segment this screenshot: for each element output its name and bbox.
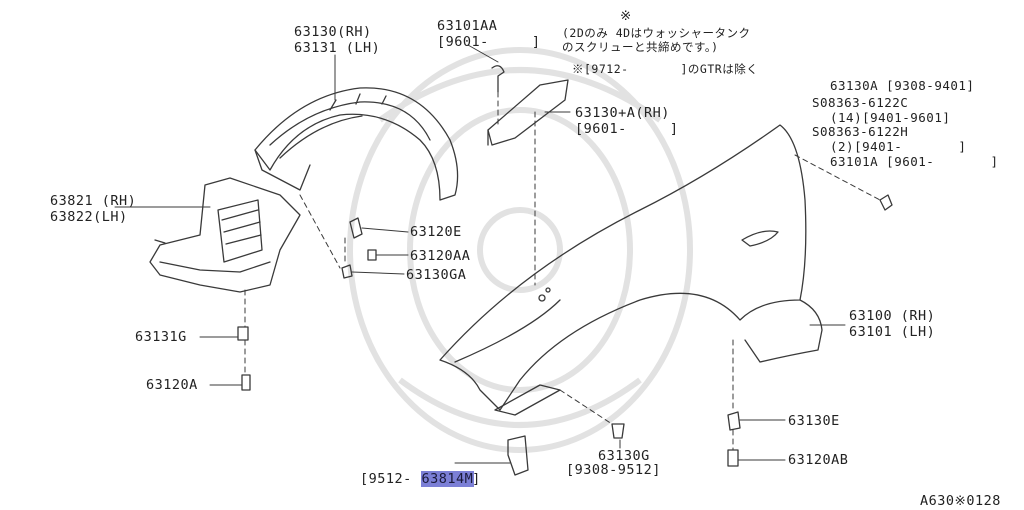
bolt-63120a — [241, 374, 251, 391]
label-63130g-date: [9308-9512] — [566, 462, 661, 478]
label-63821: 63821 (RH) — [50, 193, 137, 209]
fender-liner-part — [254, 87, 459, 201]
label-63120aa: 63120AA — [410, 248, 471, 264]
label-08363-6122h: S08363-6122H — [812, 124, 909, 139]
label-63101aa: 63101AA — [437, 18, 498, 34]
label-63101a: 63101A [9601- ] — [830, 154, 999, 169]
note-line-2: のスクリューと共締めです。) — [562, 40, 719, 54]
clip-63130ga — [341, 264, 353, 279]
label-63814m-date: [9512- ] — [360, 471, 481, 487]
watermark-emblem — [347, 47, 693, 453]
screw-63101a — [879, 194, 893, 211]
label-qty-14: (14)[9401-9601] — [830, 110, 951, 125]
label-63120a: 63120A — [146, 377, 198, 393]
screw-63101aa — [491, 65, 505, 93]
label-63100: 63100 (RH) — [849, 308, 936, 324]
label-qty-2: (2)[9401- ] — [830, 139, 967, 154]
label-63130-plus-a-date: [9601- ] — [575, 121, 679, 137]
label-63130g: 63130G — [598, 448, 650, 464]
diagram-code: A630※0128 — [920, 493, 1001, 509]
label-63120ab: 63120AB — [788, 452, 849, 468]
bracket-63814m-part — [507, 435, 529, 476]
label-08363-6122c: S08363-6122C — [812, 95, 909, 110]
label-63101aa-date: [9601- ] — [437, 34, 541, 50]
label-63130-plus-a: 63130+A(RH) — [575, 105, 670, 121]
splash-guard-part — [149, 177, 301, 293]
bolt-63120ab — [727, 449, 739, 467]
label-63130a: 63130A [9308-9401] — [830, 78, 975, 93]
note-asterisk: ※ — [620, 8, 632, 24]
clip-63120e — [349, 217, 363, 239]
label-63130-rh: 63130(RH) — [294, 24, 372, 40]
label-63131-lh: 63131 (LH) — [294, 40, 381, 56]
label-63822: 63822(LH) — [50, 209, 128, 225]
front-fender-part — [439, 124, 823, 416]
label-63101: 63101 (LH) — [849, 324, 936, 340]
note-line-3: ※[9712- ]のGTRは除く — [572, 62, 759, 76]
label-63814m: 63814M — [386, 455, 475, 503]
label-63130e: 63130E — [788, 413, 840, 429]
note-line-1: (2Dのみ 4Dはウォッシャータンク — [562, 26, 751, 40]
label-63130ga: 63130GA — [406, 267, 467, 283]
label-63131g: 63131G — [135, 329, 187, 345]
clip-63130e — [727, 411, 741, 431]
screw-63120aa — [367, 249, 377, 261]
clip-63130g — [611, 423, 625, 439]
label-63814m-highlight: 63814M — [420, 471, 475, 487]
clip-63131g — [237, 326, 249, 341]
bracket-part — [487, 79, 569, 146]
label-63120e: 63120E — [410, 224, 462, 240]
